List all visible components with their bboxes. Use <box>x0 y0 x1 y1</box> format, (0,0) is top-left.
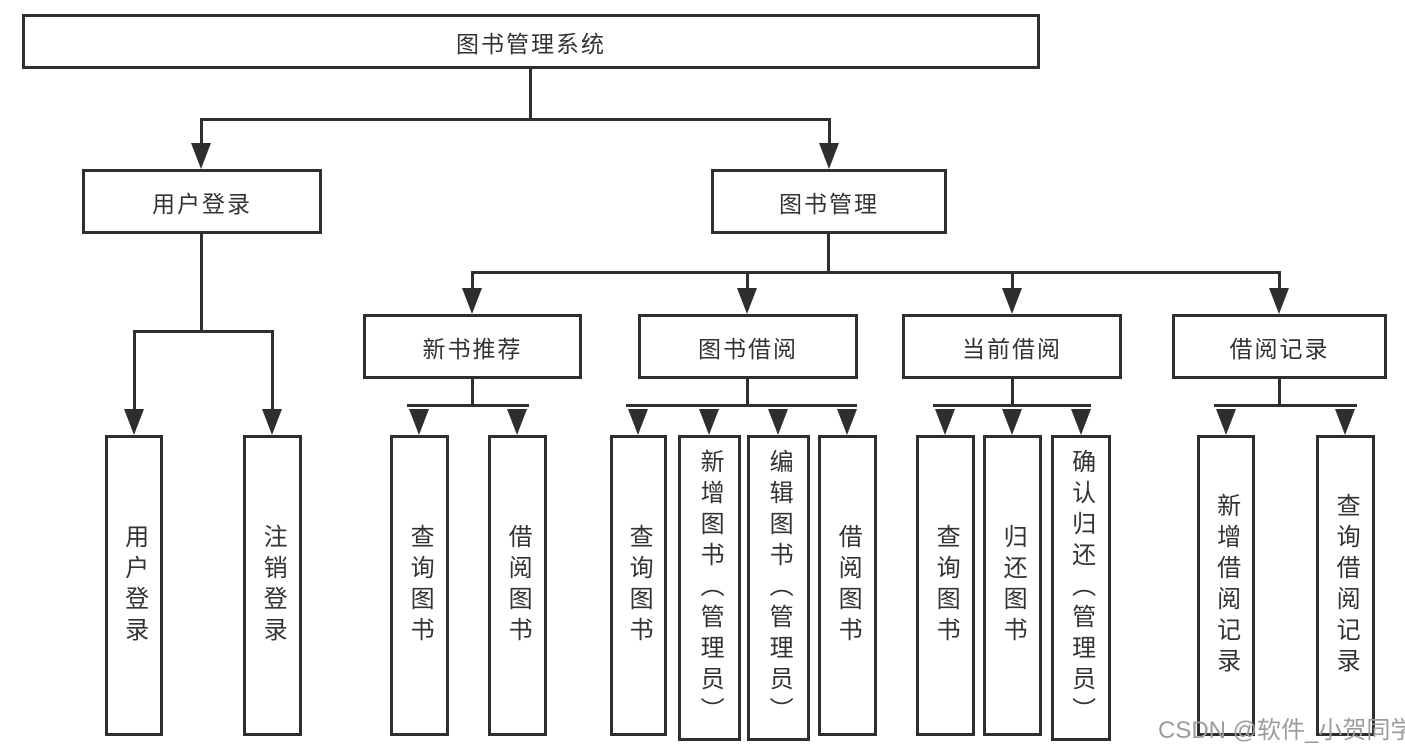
node-user-login: 用户登录 <box>82 169 322 234</box>
connector-line <box>529 69 532 118</box>
node-current-borrow: 当前借阅 <box>902 314 1122 379</box>
connector-line <box>828 118 831 147</box>
node-label: 图书管理系统 <box>456 30 606 57</box>
connector-line <box>1214 404 1357 407</box>
connector-line <box>201 118 831 121</box>
arrow-down-icon <box>935 409 955 435</box>
leaf-edit-books-admin: 编辑图书（管理员） <box>747 435 810 741</box>
leaf-label: 查询图书 <box>625 523 653 648</box>
node-label: 用户登录 <box>152 190 252 217</box>
connector-line <box>746 271 749 290</box>
connector-line <box>200 118 203 147</box>
node-label: 借阅记录 <box>1229 335 1330 362</box>
connector-line <box>626 404 857 407</box>
leaf-query-books-current: 查询图书 <box>916 435 975 736</box>
leaf-label: 查询图书 <box>932 523 960 648</box>
connector-line <box>407 404 529 407</box>
connector-line <box>1011 379 1014 406</box>
arrow-down-icon <box>409 409 429 435</box>
arrow-down-icon <box>628 409 648 435</box>
connector-line <box>271 330 274 411</box>
leaf-query-borrow-record: 查询借阅记录 <box>1316 435 1375 736</box>
arrow-down-icon <box>262 409 282 435</box>
leaf-confirm-return-admin: 确认归还（管理员） <box>1051 435 1111 741</box>
arrow-down-icon <box>1002 409 1022 435</box>
arrow-down-icon <box>1216 409 1236 435</box>
arrow-down-icon <box>1269 288 1289 314</box>
connector-line <box>1011 271 1014 290</box>
leaf-logout: 注销登录 <box>243 435 302 736</box>
arrow-down-icon <box>462 288 482 314</box>
arrow-down-icon <box>507 409 527 435</box>
leaf-user-login: 用户登录 <box>105 435 163 736</box>
arrow-down-icon <box>1002 288 1022 314</box>
leaf-label: 归还图书 <box>999 523 1027 648</box>
leaf-return-books: 归还图书 <box>983 435 1042 736</box>
connector-line <box>133 330 274 333</box>
node-book-management: 图书管理 <box>711 169 947 234</box>
leaf-query-books-borrow: 查询图书 <box>610 435 667 736</box>
leaf-borrow-books-recommend: 借阅图书 <box>488 435 547 736</box>
leaf-label: 查询借阅记录 <box>1332 492 1360 679</box>
node-borrow-records: 借阅记录 <box>1172 314 1387 379</box>
leaf-borrow-books-borrow: 借阅图书 <box>818 435 877 736</box>
watermark: CSDN @软件_小贺同学 <box>1158 717 1405 744</box>
connector-line <box>471 271 474 290</box>
arrow-down-icon <box>768 409 788 435</box>
leaf-label: 借阅图书 <box>504 523 532 648</box>
leaf-query-books-recommend: 查询图书 <box>390 435 449 736</box>
arrow-down-icon <box>737 288 757 314</box>
arrow-down-icon <box>124 409 144 435</box>
arrow-down-icon <box>1335 409 1355 435</box>
connector-line <box>1278 271 1281 290</box>
node-label: 图书借阅 <box>698 335 798 362</box>
connector-line <box>471 271 1281 274</box>
arrow-down-icon <box>1071 409 1091 435</box>
connector-line <box>200 234 203 330</box>
node-new-book-recommend: 新书推荐 <box>363 314 582 379</box>
leaf-label: 注销登录 <box>259 523 287 648</box>
leaf-label: 确认归还（管理员） <box>1067 448 1095 728</box>
connector-line <box>827 234 830 271</box>
node-label: 新书推荐 <box>422 335 523 362</box>
leaf-label: 新增图书（管理员） <box>696 448 724 728</box>
node-system: 图书管理系统 <box>22 14 1040 69</box>
leaf-label: 用户登录 <box>120 523 148 648</box>
connector-line <box>133 330 136 411</box>
leaf-label: 借阅图书 <box>834 523 862 648</box>
connector-line <box>471 379 474 406</box>
connector-line <box>746 379 749 406</box>
node-label: 图书管理 <box>779 190 879 217</box>
arrow-down-icon <box>699 409 719 435</box>
node-book-borrow: 图书借阅 <box>638 314 858 379</box>
connector-line <box>1278 379 1281 406</box>
arrow-down-icon <box>837 409 857 435</box>
connector-line <box>933 404 1091 407</box>
leaf-add-borrow-record: 新增借阅记录 <box>1197 435 1255 736</box>
leaf-label: 查询图书 <box>406 523 434 648</box>
leaf-add-books-admin: 新增图书（管理员） <box>678 435 741 741</box>
arrow-down-icon <box>819 143 839 169</box>
leaf-label: 编辑图书（管理员） <box>765 448 793 728</box>
leaf-label: 新增借阅记录 <box>1212 492 1240 679</box>
arrow-down-icon <box>191 143 211 169</box>
node-label: 当前借阅 <box>962 335 1062 362</box>
